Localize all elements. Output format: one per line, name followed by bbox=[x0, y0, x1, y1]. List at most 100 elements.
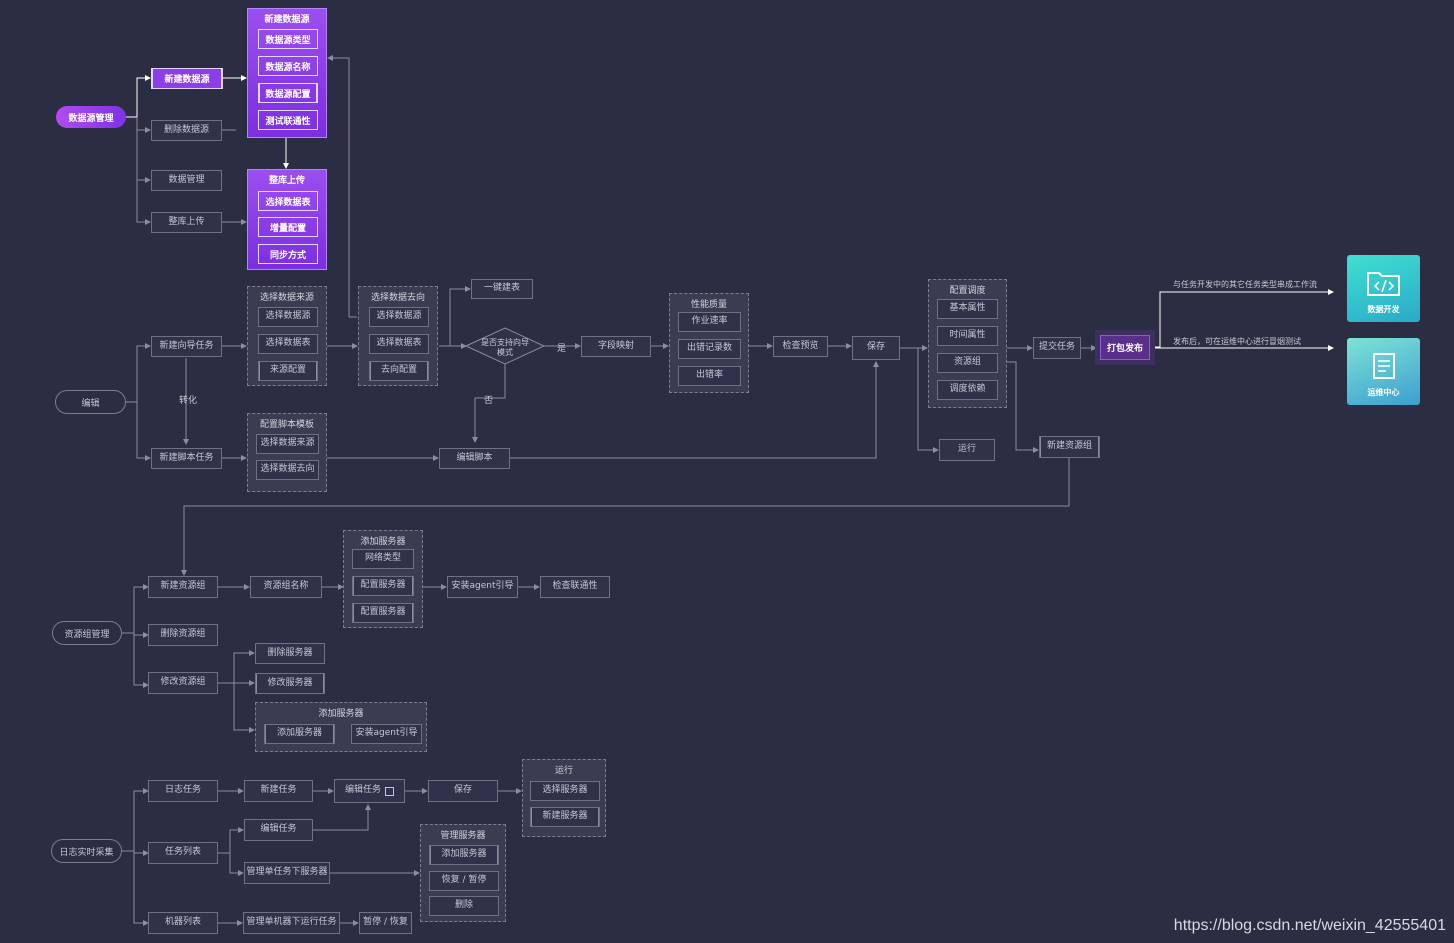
node-bulk-upload[interactable]: 整库上传 bbox=[151, 212, 222, 233]
node-manage-task-servers[interactable]: 管理单任务下服务器 bbox=[244, 862, 330, 884]
node-datasource-type[interactable]: 数据源类型 bbox=[258, 29, 318, 49]
group-new-datasource: 新建数据源 数据源类型 数据源名称 数据源配置 测试联通性 bbox=[247, 8, 327, 138]
node-one-click-table[interactable]: 一键建表 bbox=[471, 279, 533, 299]
node-select-datasource[interactable]: 选择数据源 bbox=[369, 307, 429, 327]
group-title: 选择数据来源 bbox=[259, 293, 314, 303]
node-package-publish[interactable]: 打包发布 bbox=[1100, 335, 1150, 360]
node-log-task[interactable]: 日志任务 bbox=[148, 780, 218, 802]
node-new-task[interactable]: 新建任务 bbox=[244, 780, 313, 802]
node-source-config[interactable]: 来源配置 bbox=[258, 361, 318, 381]
group-add-server-2: 添加服务器 添加服务器 安装agent引导 bbox=[255, 702, 427, 752]
node-resume-pause[interactable]: 恢复 / 暂停 bbox=[429, 871, 499, 891]
node-run[interactable]: 运行 bbox=[939, 439, 995, 461]
node-task-list[interactable]: 任务列表 bbox=[148, 842, 218, 864]
group-title: 整库上传 bbox=[268, 176, 305, 186]
node-test-connectivity[interactable]: 测试联通性 bbox=[258, 110, 318, 130]
node-error-records[interactable]: 出错记录数 bbox=[678, 339, 741, 359]
group-script-template: 配置脚本模板 选择数据来源 选择数据去向 bbox=[247, 413, 327, 492]
node-new-resource-group[interactable]: 新建资源组 bbox=[1039, 436, 1100, 458]
group-schedule-config: 配置调度 基本属性 时间属性 资源组 调度依赖 bbox=[928, 279, 1007, 408]
node-new-resource-group[interactable]: 新建资源组 bbox=[148, 576, 218, 598]
card-ops-center[interactable]: 运维中心 bbox=[1347, 338, 1420, 405]
node-modify-resource-group[interactable]: 修改资源组 bbox=[148, 672, 218, 694]
node-time-attributes[interactable]: 时间属性 bbox=[937, 326, 998, 346]
node-select-server[interactable]: 选择服务器 bbox=[530, 781, 600, 801]
node-sync-mode[interactable]: 同步方式 bbox=[258, 244, 318, 264]
label-convert: 转化 bbox=[179, 396, 198, 406]
root-log-collection[interactable]: 日志实时采集 bbox=[51, 839, 122, 863]
node-delete-server[interactable]: 删除服务器 bbox=[255, 643, 325, 664]
node-select-table[interactable]: 选择数据表 bbox=[258, 191, 318, 211]
node-select-destination[interactable]: 选择数据去向 bbox=[256, 460, 319, 480]
document-icon bbox=[385, 786, 394, 796]
node-delete-resource-group[interactable]: 删除资源组 bbox=[148, 624, 218, 646]
node-check-preview[interactable]: 检查预览 bbox=[773, 336, 828, 357]
group-title: 配置调度 bbox=[949, 286, 986, 296]
node-select-table[interactable]: 选择数据表 bbox=[258, 334, 318, 354]
note-smoke-test: 发布后，可在运维中心进行冒烟测试 bbox=[1173, 337, 1301, 346]
node-delete-datasource[interactable]: 删除数据源 bbox=[151, 120, 222, 141]
node-basic-attributes[interactable]: 基本属性 bbox=[937, 299, 998, 319]
node-add-server[interactable]: 添加服务器 bbox=[429, 845, 499, 865]
node-manage-machine-tasks[interactable]: 管理单机器下运行任务 bbox=[243, 912, 340, 934]
watermark: https://blog.csdn.net/weixin_42555401 bbox=[1173, 917, 1446, 934]
group-select-source: 选择数据来源 选择数据源 选择数据表 来源配置 bbox=[247, 286, 327, 386]
card-label: 数据开发 bbox=[1367, 305, 1400, 314]
node-delete[interactable]: 删除 bbox=[429, 896, 499, 916]
node-configure-server-2[interactable]: 配置服务器 bbox=[352, 603, 414, 623]
node-install-agent[interactable]: 安装agent引导 bbox=[447, 576, 518, 598]
node-pause-resume[interactable]: 暂停 / 恢复 bbox=[359, 912, 412, 934]
node-add-server[interactable]: 添加服务器 bbox=[264, 724, 335, 744]
root-edit[interactable]: 编辑 bbox=[55, 390, 126, 414]
group-title: 运行 bbox=[554, 766, 573, 776]
node-data-management[interactable]: 数据管理 bbox=[151, 170, 222, 191]
group-add-server: 添加服务器 网络类型 配置服务器 配置服务器 bbox=[343, 530, 423, 628]
node-field-mapping[interactable]: 字段映射 bbox=[581, 336, 651, 357]
folder-code-icon bbox=[1366, 272, 1400, 296]
group-select-destination: 选择数据去向 选择数据源 选择数据表 去向配置 bbox=[358, 286, 438, 386]
group-run: 运行 选择服务器 新建服务器 bbox=[522, 759, 606, 837]
node-resource-group-name[interactable]: 资源组名称 bbox=[250, 576, 322, 598]
node-check-connectivity[interactable]: 检查联通性 bbox=[540, 576, 610, 598]
node-edit-task-2[interactable]: 编辑任务 bbox=[244, 819, 313, 841]
group-title: 选择数据去向 bbox=[370, 293, 425, 303]
node-schedule-dependency[interactable]: 调度依赖 bbox=[937, 380, 998, 400]
label-yes: 是 bbox=[557, 344, 567, 354]
node-incremental-config[interactable]: 增量配置 bbox=[258, 217, 318, 237]
group-title: 管理服务器 bbox=[440, 831, 486, 841]
node-save[interactable]: 保存 bbox=[852, 336, 900, 360]
node-resource-group[interactable]: 资源组 bbox=[937, 353, 998, 373]
node-install-agent[interactable]: 安装agent引导 bbox=[351, 724, 422, 744]
node-modify-server[interactable]: 修改服务器 bbox=[255, 673, 325, 694]
root-datasource-management[interactable]: 数据源管理 bbox=[56, 106, 126, 128]
decision-label: 是否支持向导模式 bbox=[481, 338, 529, 357]
node-edit-script[interactable]: 编辑脚本 bbox=[439, 448, 510, 469]
node-datasource-config[interactable]: 数据源配置 bbox=[258, 83, 318, 103]
node-select-datasource[interactable]: 选择数据源 bbox=[258, 307, 318, 327]
group-manage-servers: 管理服务器 添加服务器 恢复 / 暂停 删除 bbox=[420, 824, 506, 922]
node-network-type[interactable]: 网络类型 bbox=[352, 549, 414, 569]
node-error-rate[interactable]: 出错率 bbox=[678, 366, 741, 386]
node-datasource-name[interactable]: 数据源名称 bbox=[258, 56, 318, 76]
node-job-rate[interactable]: 作业速率 bbox=[678, 312, 741, 332]
node-new-server[interactable]: 新建服务器 bbox=[530, 807, 600, 827]
node-new-script-task[interactable]: 新建脚本任务 bbox=[151, 448, 222, 469]
node-destination-config[interactable]: 去向配置 bbox=[369, 361, 429, 381]
group-title: 配置脚本模板 bbox=[259, 420, 314, 430]
node-configure-server[interactable]: 配置服务器 bbox=[352, 576, 414, 596]
root-resource-group-management[interactable]: 资源组管理 bbox=[52, 621, 122, 645]
group-title: 添加服务器 bbox=[360, 537, 406, 547]
group-title: 性能质量 bbox=[690, 300, 727, 310]
node-machine-list[interactable]: 机器列表 bbox=[148, 912, 218, 934]
decision-diamond bbox=[464, 327, 546, 365]
node-edit-task[interactable]: 编辑任务 bbox=[334, 779, 405, 803]
node-select-table[interactable]: 选择数据表 bbox=[369, 334, 429, 354]
node-new-datasource[interactable]: 新建数据源 bbox=[151, 68, 223, 89]
node-save[interactable]: 保存 bbox=[428, 780, 498, 802]
node-select-source[interactable]: 选择数据来源 bbox=[256, 434, 319, 454]
label-no: 否 bbox=[484, 396, 494, 406]
node-new-guide-task[interactable]: 新建向导任务 bbox=[151, 336, 222, 357]
node-submit-task[interactable]: 提交任务 bbox=[1033, 337, 1081, 359]
card-data-development[interactable]: 数据开发 bbox=[1347, 255, 1420, 322]
